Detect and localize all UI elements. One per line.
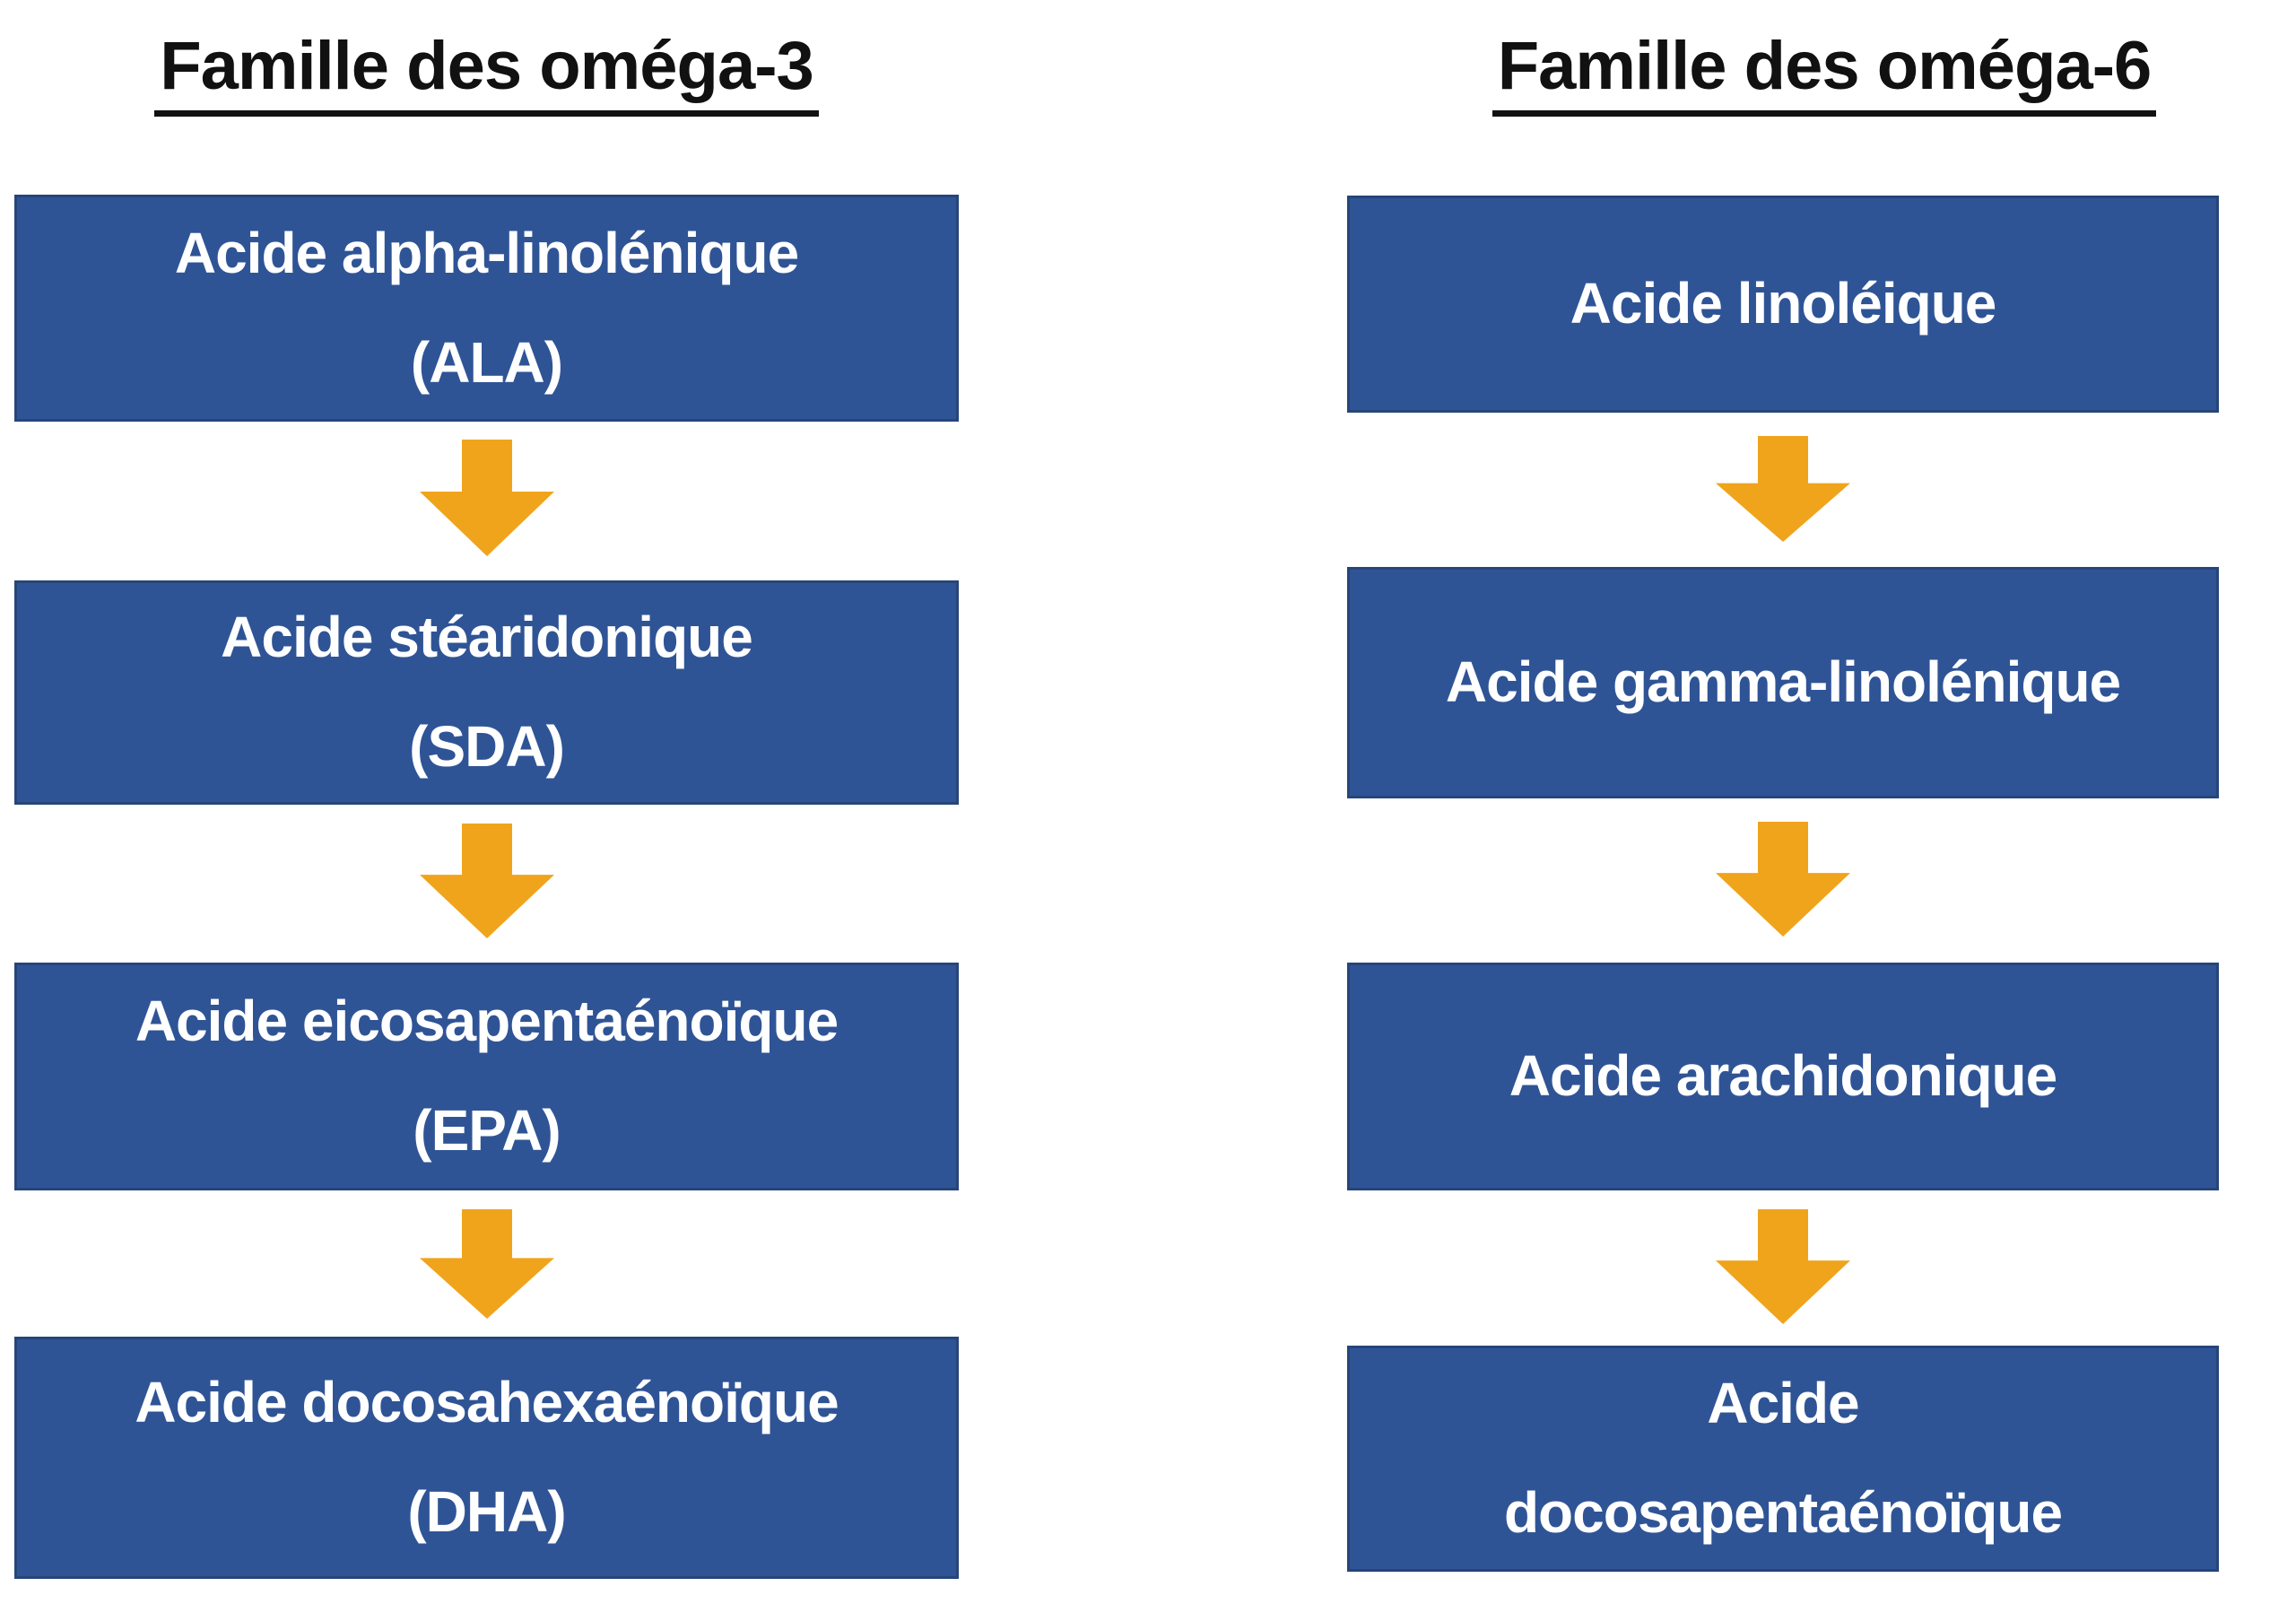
omega6-column: Famille des oméga-6 Acide linoléique Aci… <box>1347 0 2219 1604</box>
omega6-node-arachidonique: Acide arachidonique <box>1347 963 2219 1190</box>
node-label-line2: (DHA) <box>407 1479 566 1544</box>
node-label-line2: (EPA) <box>413 1098 561 1163</box>
node-label-line1: Acide docosahexaénoïque <box>135 1370 839 1435</box>
omega6-title-text: Famille des oméga-6 <box>1492 27 2157 117</box>
omega6-node-docosapentaenoique: Acide docosapentaénoïque <box>1347 1346 2219 1572</box>
node-label-line1: Acide alpha-linolénique <box>174 220 799 285</box>
down-arrow-icon <box>1716 822 1850 937</box>
down-arrow-icon <box>419 1209 554 1319</box>
omega3-column-title: Famille des oméga-3 <box>14 27 959 117</box>
omega3-column: Famille des oméga-3 Acide alpha-linoléni… <box>14 0 959 1604</box>
down-arrow-icon <box>419 440 554 556</box>
omega3-node-epa: Acide eicosapentaénoïque (EPA) <box>14 963 959 1190</box>
omega3-node-sda: Acide stéaridonique (SDA) <box>14 580 959 805</box>
down-arrow-icon <box>1716 436 1850 542</box>
node-label-line1: Acide eicosapentaénoïque <box>135 989 839 1054</box>
node-label-line2: docosapentaénoïque <box>1503 1480 2063 1545</box>
omega3-title-text: Famille des oméga-3 <box>154 27 819 117</box>
node-label-line1: Acide linoléique <box>1570 271 1997 336</box>
down-arrow-icon <box>419 824 554 938</box>
node-label-line1: Acide stéaridonique <box>221 605 753 670</box>
omega6-node-gamma-linolenique: Acide gamma-linolénique <box>1347 567 2219 798</box>
node-label-line1: Acide <box>1707 1371 1859 1436</box>
omega6-node-linoleique: Acide linoléique <box>1347 196 2219 413</box>
omega3-node-ala: Acide alpha-linolénique (ALA) <box>14 195 959 422</box>
node-label-line2: (ALA) <box>410 329 563 395</box>
down-arrow-icon <box>1716 1209 1850 1324</box>
node-label-line2: (SDA) <box>409 714 565 779</box>
node-label-line1: Acide gamma-linolénique <box>1445 649 2121 715</box>
omega6-column-title: Famille des oméga-6 <box>1388 27 2260 117</box>
node-label-line1: Acide arachidonique <box>1509 1043 2057 1109</box>
omega3-node-dha: Acide docosahexaénoïque (DHA) <box>14 1337 959 1579</box>
